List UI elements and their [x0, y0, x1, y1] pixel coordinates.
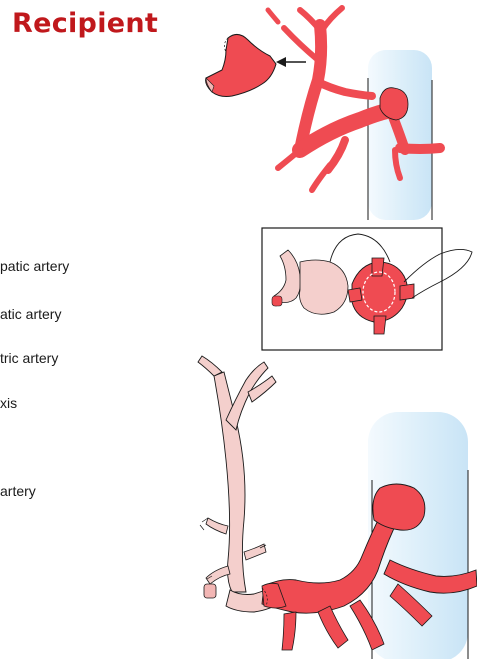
- middle-inset: [262, 228, 472, 350]
- top-excised-cone: [206, 34, 276, 96]
- top-recipient-figure: [206, 8, 440, 220]
- bottom-anastomosis-figure: [198, 356, 477, 659]
- bottom-donor-tree: [198, 356, 286, 612]
